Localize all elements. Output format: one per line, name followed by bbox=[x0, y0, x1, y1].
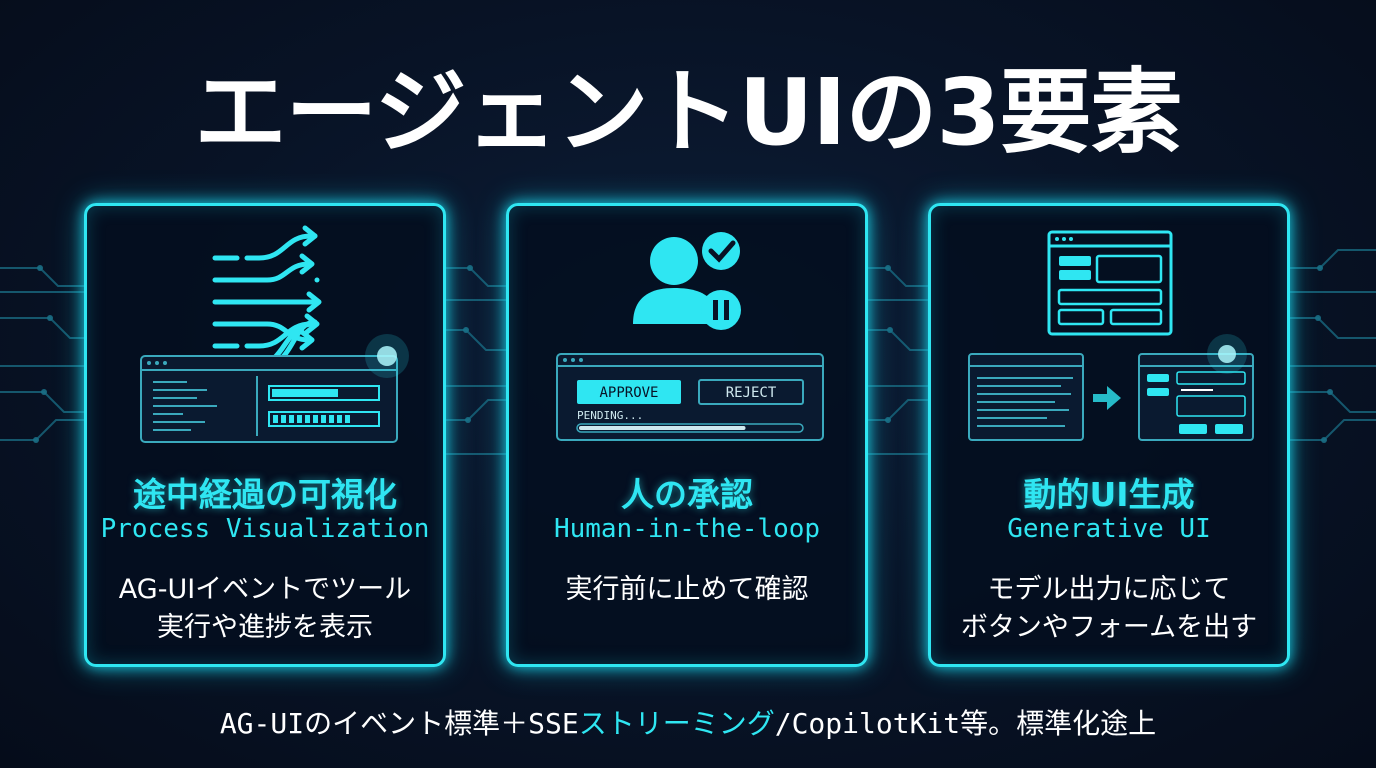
description-line: 実行や進捗を表示 bbox=[157, 612, 373, 643]
card-title: 動的UI生成 bbox=[1023, 475, 1195, 514]
card-description: モデル出力に応じて ボタンやフォームを出す bbox=[931, 571, 1287, 647]
approval-dialog bbox=[556, 353, 824, 441]
progress-track bbox=[576, 423, 804, 433]
card-description: AG-UIイベントでツール 実行や進捗を表示 bbox=[87, 571, 443, 647]
arrow-right-icon bbox=[1093, 386, 1121, 410]
card-title: 途中経過の可視化 bbox=[133, 475, 397, 514]
description-line: AG-UIイベントでツール bbox=[118, 574, 412, 605]
description-line: ボタンやフォームを出す bbox=[960, 612, 1258, 643]
progress-bars bbox=[268, 385, 380, 427]
text-output-window bbox=[968, 353, 1084, 441]
card-description: 実行前に止めて確認 bbox=[509, 571, 865, 609]
user-approval-icon bbox=[633, 232, 741, 330]
process-visualization-illustration bbox=[140, 225, 409, 443]
footer-part-3: /CopilotKit等。標準化途上 bbox=[774, 707, 1157, 740]
footer-note: AG-UIのイベント標準＋SSEストリーミング/CopilotKit等。標準化途… bbox=[0, 702, 1376, 742]
card-human-in-the-loop: APPROVE REJECT PENDING... 人の承認 Human-in-… bbox=[506, 203, 868, 667]
card-title: 人の承認 bbox=[621, 475, 753, 514]
description-line: 実行前に止めて確認 bbox=[565, 574, 809, 605]
layout-window-icon bbox=[1047, 230, 1173, 336]
svg-text:REJECT: REJECT bbox=[726, 385, 777, 401]
approve-button[interactable]: APPROVE bbox=[577, 380, 681, 404]
generative-ui-illustration bbox=[968, 230, 1254, 441]
footer-part-2: ストリーミング bbox=[578, 707, 775, 740]
description-line: モデル出力に応じて bbox=[987, 574, 1231, 605]
human-in-the-loop-illustration: APPROVE REJECT PENDING... bbox=[556, 232, 824, 441]
status-text: PENDING... bbox=[577, 409, 643, 422]
page-title: エージェントUIの3要素 bbox=[194, 59, 1182, 166]
card-generative-ui: 動的UI生成 Generative UI モデル出力に応じて ボタンやフォームを… bbox=[928, 203, 1290, 667]
svg-text:APPROVE: APPROVE bbox=[599, 385, 658, 401]
card-subtitle: Generative UI bbox=[1007, 514, 1211, 544]
card-subtitle: Process Visualization bbox=[100, 514, 430, 544]
branching-arrows-icon bbox=[212, 225, 322, 367]
card-process-visualization: 途中経過の可視化 Process Visualization AG-UIイベント… bbox=[84, 203, 446, 667]
footer-part-1: AG-UIのイベント標準＋SSE bbox=[219, 707, 579, 740]
reject-button[interactable]: REJECT bbox=[698, 379, 804, 405]
progress-fill bbox=[579, 426, 746, 430]
card-subtitle: Human-in-the-loop bbox=[553, 514, 821, 544]
